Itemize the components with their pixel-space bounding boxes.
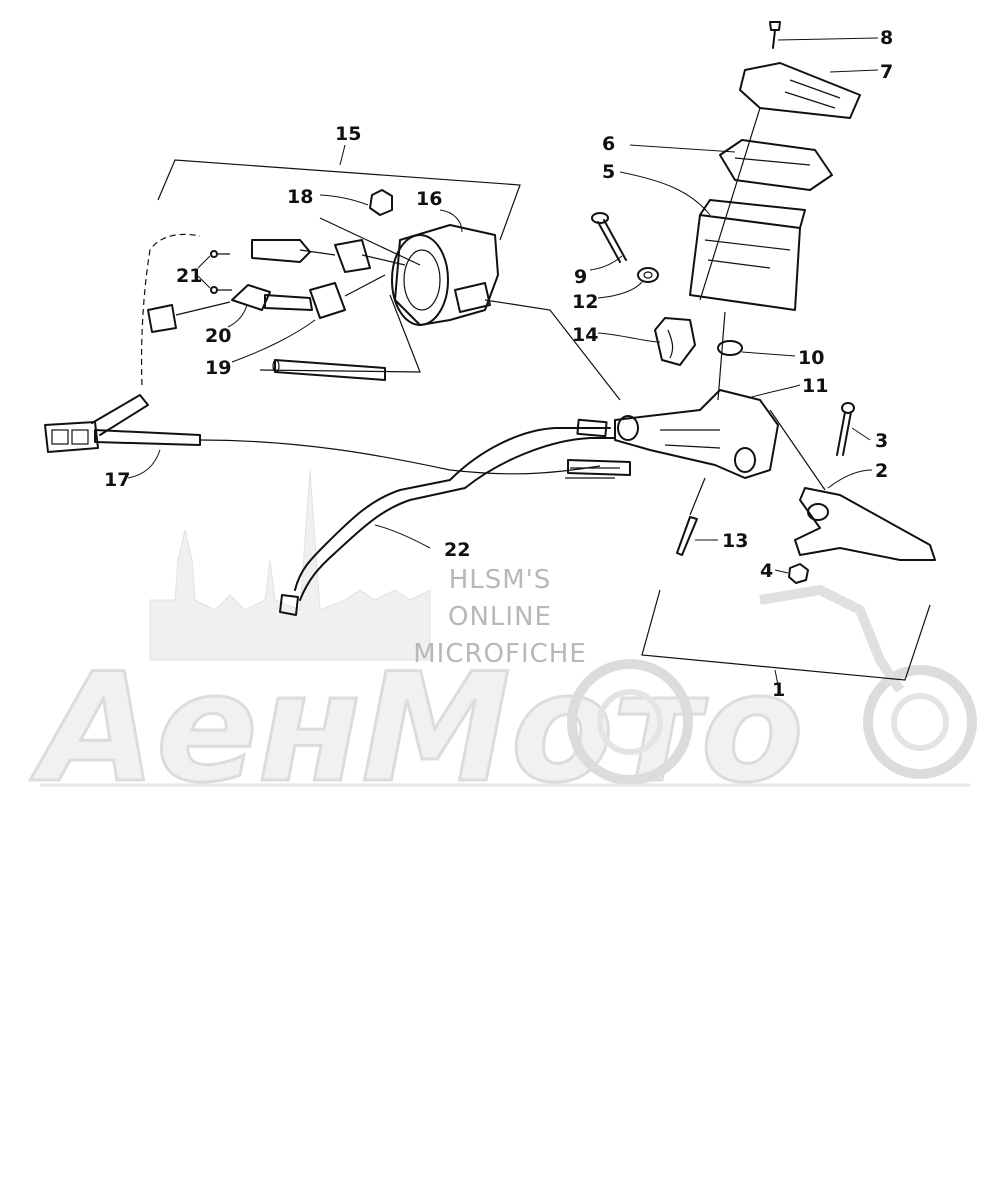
part-6-diaphragm [629,107,833,301]
callout-4: 4 [760,560,773,582]
switch-upper [251,239,406,273]
callout-19: 19 [205,357,231,379]
logo-text: AeнMoтo [30,642,804,816]
callout-15: 15 [335,123,361,145]
part-14-clamp [597,317,696,366]
part-19-connector [231,274,386,363]
part-18-grommet [319,189,393,216]
callout-8: 8 [880,27,893,49]
part-4-nut [774,563,809,584]
callout-22: 22 [444,539,470,561]
part-16-switch-housing [391,209,621,401]
switch-sleeve [272,359,386,381]
part-10-seal [717,340,796,357]
part-2-lever [769,409,936,561]
callout-18: 18 [287,186,313,208]
part-5-reservoir [619,171,806,311]
callout-16: 16 [416,188,442,210]
callout-9: 9 [574,266,587,288]
watermark-line-2: ONLINE [448,602,552,632]
callout-14: 14 [572,324,598,346]
callout-10: 10 [798,347,824,369]
watermark-text: HLSM'S ONLINE MICROFICHE [413,565,587,669]
part-21-screws [197,250,232,294]
callout-labels: 1 2 3 4 5 6 7 8 9 10 11 12 13 14 15 16 1… [104,27,893,701]
part-13-screw [676,477,718,556]
part-11-master-cylinder [614,311,801,479]
callout-2: 2 [875,460,888,482]
callout-20: 20 [205,325,231,347]
part-20-switch [147,284,313,333]
part-9-bolt [589,212,627,271]
group-bracket-1 [641,589,931,686]
watermark-line-3: MICROFICHE [413,639,587,669]
part-17-harness [44,233,601,479]
callout-13: 13 [722,530,748,552]
part-8-screw [769,21,879,49]
callout-11: 11 [802,375,828,397]
callout-21: 21 [176,265,202,287]
part-12-washer [597,267,659,299]
part-7-cover [739,62,879,119]
callout-12: 12 [572,291,598,313]
callout-3: 3 [875,430,888,452]
callout-17: 17 [104,469,130,491]
callout-1: 1 [772,679,785,701]
watermark-line-1: HLSM'S [449,565,552,595]
callout-5: 5 [602,161,615,183]
part-3-pivot-bolt [836,402,871,456]
watermark-logo: AeнMoтo [29,469,977,818]
callout-6: 6 [602,133,615,155]
callout-7: 7 [880,61,893,83]
group-bracket-15 [157,144,521,373]
part-22-brake-hose [279,418,631,616]
